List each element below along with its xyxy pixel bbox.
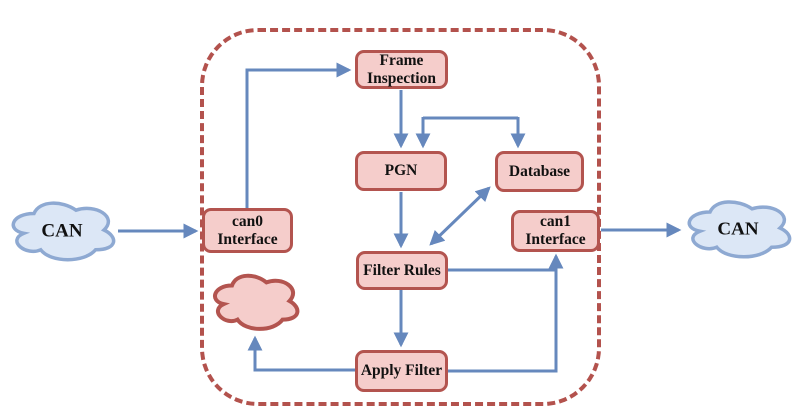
database-node: Database xyxy=(495,151,584,192)
frame-inspection-node: Frame Inspection xyxy=(355,50,448,89)
can-cloud-right: CAN xyxy=(682,196,794,260)
pink-cloud xyxy=(209,270,301,332)
cloud-shape xyxy=(215,276,297,329)
filter-rules-node: Filter Rules xyxy=(356,251,448,290)
cloud-shape xyxy=(13,203,113,260)
apply-filter-node: Apply Filter xyxy=(355,350,448,392)
pgn-node: PGN xyxy=(355,151,447,191)
can-left-label: CAN xyxy=(41,221,83,242)
cloud-shape xyxy=(689,202,789,257)
can-cloud-left: CAN xyxy=(6,197,118,263)
can-right-label: CAN xyxy=(717,219,759,239)
can0-interface-node: can0 Interface xyxy=(202,208,293,253)
can1-interface-node: can1 Interface xyxy=(511,210,600,252)
